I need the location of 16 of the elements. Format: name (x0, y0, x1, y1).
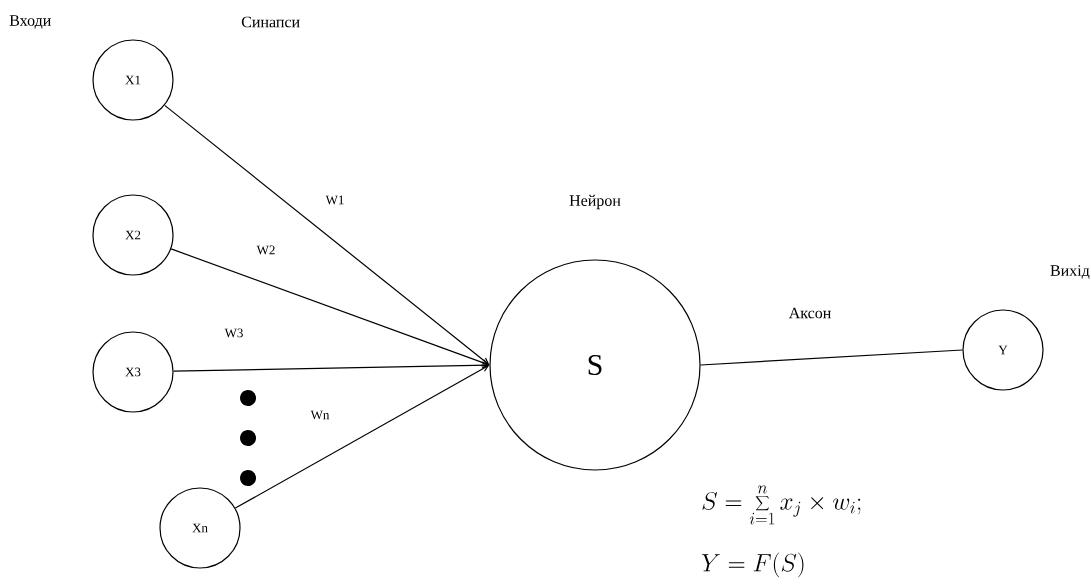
column-heading: Входи (9, 15, 51, 29)
connector-line (170, 248, 490, 366)
node-caption: Нейрон (569, 194, 621, 210)
connector-line (164, 104, 490, 365)
edge-label: W2 (256, 245, 275, 255)
formula: $S = \sum_{i=1}^{n} x_j \times w_i;$ (702, 485, 861, 525)
connector-line (173, 361, 490, 372)
edge-label: W1 (325, 195, 344, 205)
edge-label: Аксон (788, 307, 831, 319)
node-caption: Вихід (1050, 265, 1090, 279)
column-heading: Синапси (241, 16, 300, 28)
edge-label: Wn (310, 410, 330, 420)
connector-line (700, 349, 963, 366)
formula: $Y = F(S)$ (702, 552, 804, 578)
edge-label: W3 (224, 328, 243, 338)
connector-line (234, 365, 490, 509)
